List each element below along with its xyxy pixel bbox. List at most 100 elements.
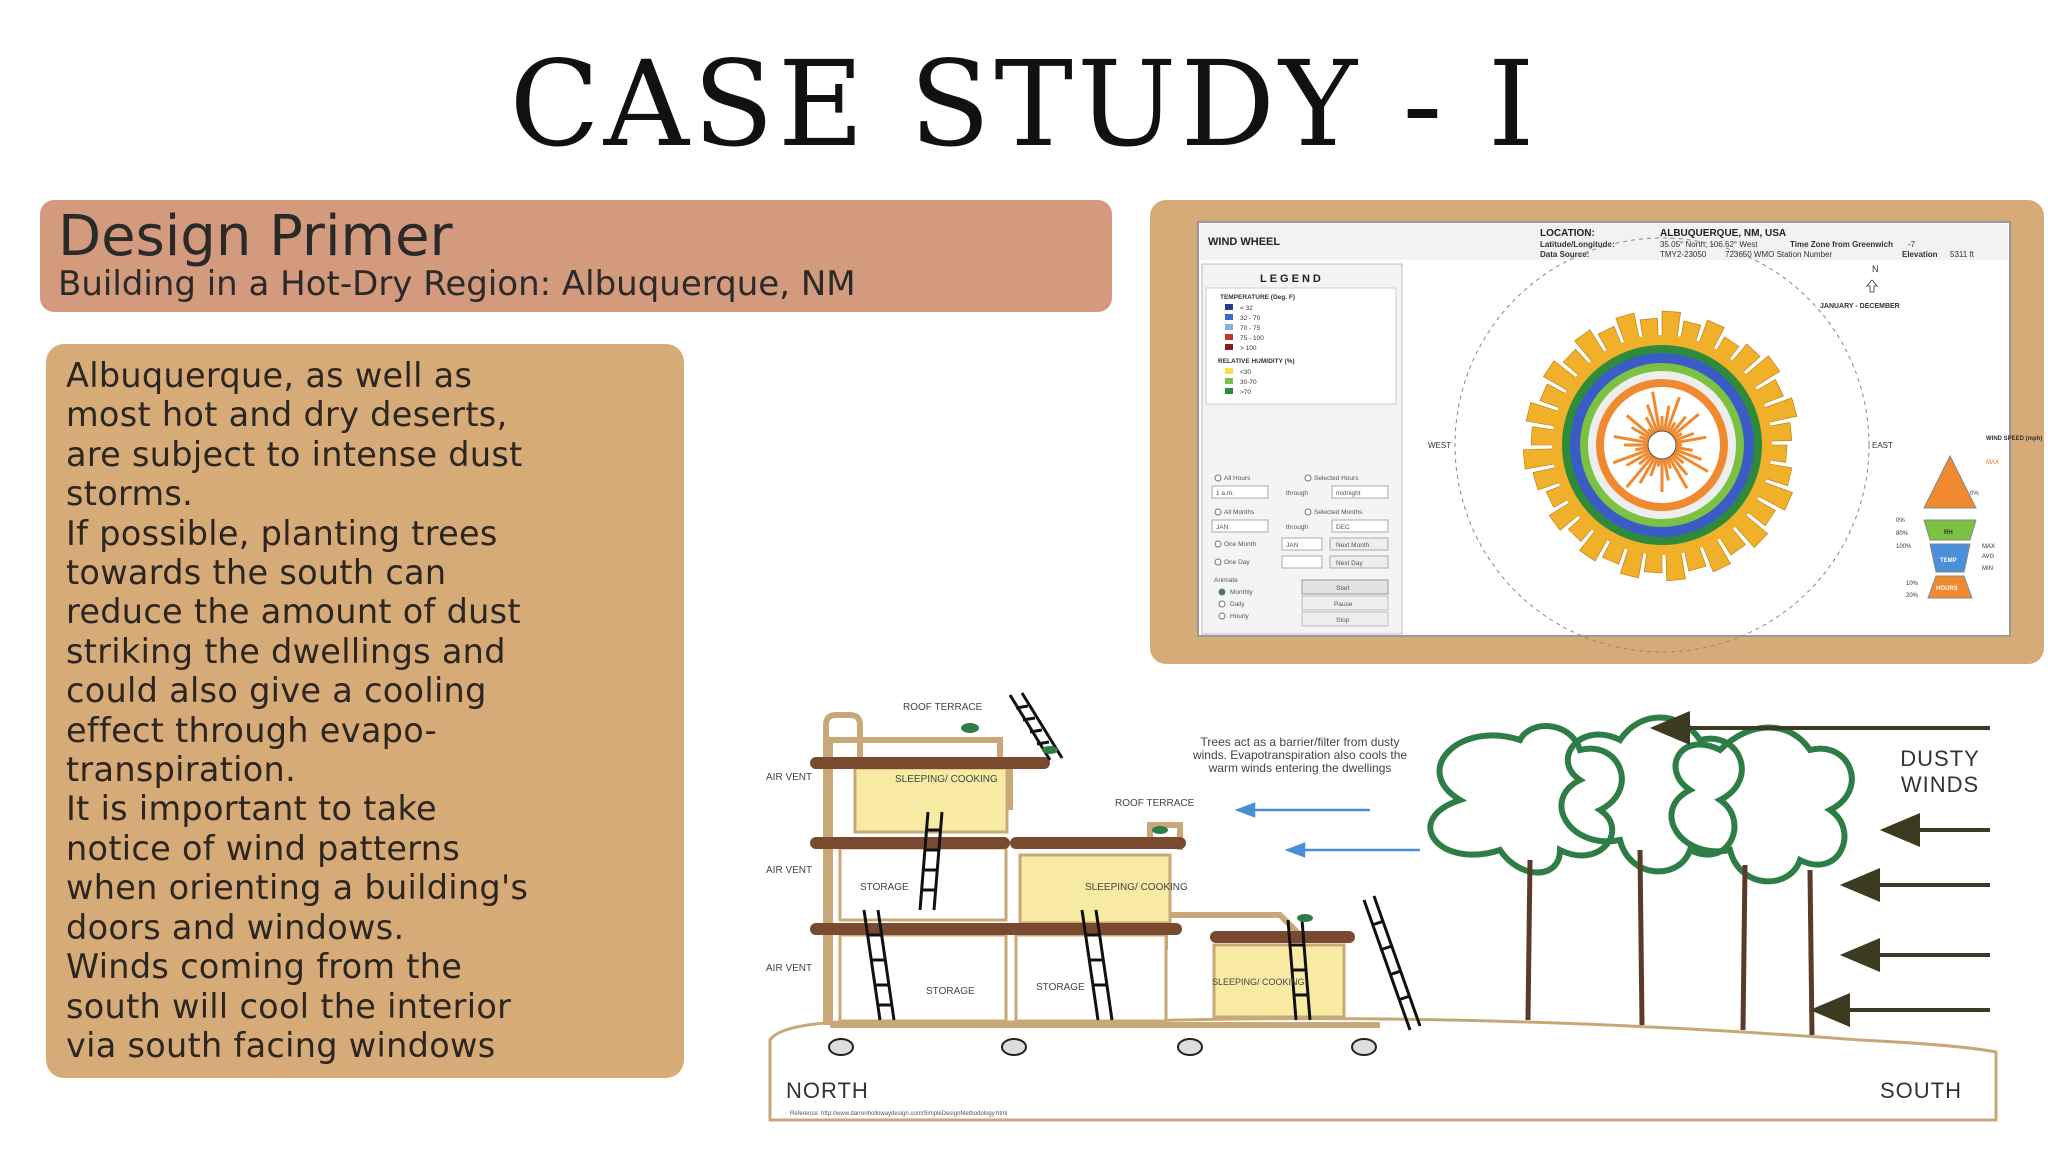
reference-text: Reference: http://www.darrenhollowaydesi… bbox=[790, 1111, 1007, 1117]
trees bbox=[1427, 714, 1855, 885]
tree-note-box: Trees act as a barrier/filter from dusty… bbox=[1192, 736, 1408, 775]
scale-max-label: MAX bbox=[1986, 460, 1999, 466]
body-line: notice of wind patterns bbox=[66, 828, 461, 868]
temp-legend-label: < 32 bbox=[1240, 305, 1253, 312]
scale-avg-label: AVG bbox=[1982, 554, 1995, 560]
body-line: It is important to take bbox=[66, 789, 437, 829]
body-line: If possible, planting trees bbox=[66, 513, 498, 553]
hour-start-select[interactable] bbox=[1211, 485, 1269, 499]
left-wall bbox=[827, 737, 1003, 1025]
rh-legend-label: 30-70 bbox=[1240, 379, 1257, 386]
roof-terrace-label: ROOF TERRACE bbox=[1115, 798, 1195, 809]
temp-scale-label: TEMP bbox=[1940, 558, 1957, 564]
selected-months-radio[interactable] bbox=[1304, 508, 1312, 516]
hourly-radio[interactable] bbox=[1218, 612, 1226, 620]
stop-label: Stop bbox=[1336, 617, 1350, 624]
stop-button[interactable] bbox=[1301, 611, 1389, 627]
through-label: through bbox=[1286, 524, 1308, 531]
next-day-button[interactable] bbox=[1329, 555, 1389, 569]
roof-slabs bbox=[810, 757, 1355, 943]
pct-label: 100% bbox=[1896, 544, 1912, 550]
one-day-radio[interactable] bbox=[1214, 558, 1222, 566]
tree-canopy bbox=[1668, 724, 1855, 885]
month-end-select[interactable] bbox=[1331, 519, 1389, 533]
all-months-radio[interactable] bbox=[1214, 508, 1222, 516]
sleeping-cooking-label: SLEEPING/ COOKING bbox=[895, 774, 998, 785]
rock bbox=[828, 1038, 854, 1056]
source-value: TMY2-23050 bbox=[1660, 250, 1707, 259]
air-vent-label: AIR VENT bbox=[766, 963, 812, 974]
temp-swatch bbox=[1225, 314, 1233, 320]
next-day-label: Next Day bbox=[1336, 560, 1363, 567]
timezone-label: Time Zone from Greenwich bbox=[1790, 240, 1893, 249]
temp-band bbox=[1929, 543, 1971, 573]
shrub bbox=[961, 723, 979, 733]
cool-wind-arrowhead bbox=[1284, 842, 1306, 858]
elevation-label: Elevation bbox=[1902, 250, 1938, 259]
one-day-label: One Day bbox=[1224, 559, 1250, 566]
wind-wheel-label: WIND WHEEL bbox=[1208, 236, 1280, 248]
month-start-select[interactable] bbox=[1211, 519, 1269, 533]
next-month-button[interactable] bbox=[1329, 537, 1389, 551]
sleeping-cooking-label: SLEEPING/ COOKING bbox=[1212, 977, 1305, 987]
one-month-label: One Month bbox=[1224, 541, 1257, 548]
rh-band bbox=[1923, 519, 1977, 541]
storage-label: STORAGE bbox=[860, 882, 909, 893]
wheel-center bbox=[1647, 430, 1677, 460]
sleeping-cooking-label: SLEEPING/ COOKING bbox=[1085, 882, 1188, 893]
one-day-select[interactable] bbox=[1281, 555, 1323, 569]
start-label: Start bbox=[1336, 585, 1350, 592]
air-vent-label: AIR VENT bbox=[766, 772, 812, 783]
speed-triangle bbox=[1923, 454, 1977, 509]
one-month-select[interactable] bbox=[1281, 537, 1323, 551]
body-line: transpiration. bbox=[66, 750, 297, 790]
hourly-label: Hourly bbox=[1230, 613, 1250, 620]
one-month-radio[interactable] bbox=[1214, 540, 1222, 548]
tree-canopy bbox=[1558, 714, 1745, 875]
monthly-radio[interactable] bbox=[1218, 588, 1226, 596]
temp-legend-label: > 100 bbox=[1240, 345, 1257, 352]
selected-hours-radio[interactable] bbox=[1304, 474, 1312, 482]
body-line: storms. bbox=[66, 474, 194, 514]
shrub bbox=[1297, 914, 1313, 922]
temp-legend-label: 32 - 70 bbox=[1240, 315, 1261, 322]
storage-label: STORAGE bbox=[1036, 982, 1085, 993]
rh-swatch bbox=[1225, 378, 1233, 384]
location-value: ALBUQUERQUE, NM, USA bbox=[1660, 228, 1786, 239]
body-line: Albuquerque, as well as bbox=[66, 356, 473, 395]
location-label: LOCATION: bbox=[1540, 228, 1595, 239]
dusty-wind-arrowhead bbox=[1879, 812, 1920, 848]
tree-note: Trees act as a barrier/filter from dusty… bbox=[1192, 736, 1408, 775]
body-line: doors and windows. bbox=[66, 907, 405, 947]
chimney-wall bbox=[823, 712, 863, 1025]
temp-legend-items: < 32 32 - 70 70 - 75 75 - 100 > 100 bbox=[1225, 304, 1264, 352]
body-line: south will cool the interior bbox=[66, 986, 512, 1026]
pause-label: Pause bbox=[1334, 601, 1353, 608]
rh-scale-label: RH bbox=[1944, 530, 1953, 536]
diagram-labels: ROOF TERRACE ROOF TERRACE AIR VENT AIR V… bbox=[766, 702, 1305, 997]
sleeping-room-low bbox=[1212, 943, 1346, 1019]
monthly-label: Monthly bbox=[1230, 589, 1254, 596]
all-hours-radio[interactable] bbox=[1214, 474, 1222, 482]
pause-button[interactable] bbox=[1301, 595, 1389, 611]
dusty-winds-box: DUSTY WINDS bbox=[1900, 746, 1979, 797]
rh-legend-label: <30 bbox=[1240, 369, 1251, 376]
roof-slab bbox=[810, 923, 1182, 935]
latlong-label: Latitude/Longitude: bbox=[1540, 240, 1615, 249]
building-walls bbox=[823, 712, 1380, 1028]
daily-radio[interactable] bbox=[1218, 600, 1226, 608]
roof-shrubs bbox=[961, 723, 1313, 922]
tree-trunks bbox=[1525, 849, 1815, 1036]
start-button[interactable] bbox=[1301, 579, 1389, 595]
hour-start-value: 1 a.m. bbox=[1216, 490, 1234, 497]
hour-end-select[interactable] bbox=[1331, 485, 1389, 499]
elevation-value: 5311 ft bbox=[1950, 250, 1975, 259]
hours-band bbox=[1927, 575, 1973, 599]
rh-swatch bbox=[1225, 388, 1233, 394]
north-marker: N bbox=[1872, 264, 1879, 274]
hours-scale-label: HOURS bbox=[1936, 586, 1958, 592]
scale-min-label: MIN bbox=[1982, 566, 1993, 572]
primer-subtitle: Building in a Hot-Dry Region: Albuquerqu… bbox=[58, 264, 856, 304]
body-line: towards the south can bbox=[66, 553, 447, 593]
temp-swatch bbox=[1225, 344, 1233, 350]
